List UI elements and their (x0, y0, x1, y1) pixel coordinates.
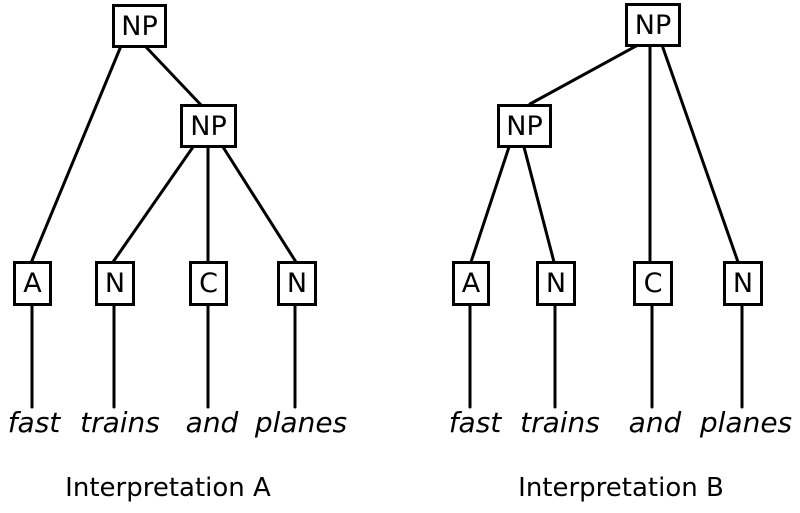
treeB-leaf-n2-node: N (723, 261, 763, 306)
edge-a-np-n2 (221, 145, 298, 264)
edge-a-root-a (29, 44, 123, 265)
treeA-leaf-n2-node: N (277, 261, 317, 306)
treeA-caption: Interpretation A (65, 473, 271, 503)
treeA-leaf-a-node: A (13, 261, 52, 306)
treeA-word-trains: trains (80, 406, 160, 439)
edge-a-root-np (144, 45, 203, 107)
treeA-word-planes: planes (254, 406, 348, 439)
treeA-inner-np-node: NP (180, 104, 237, 148)
treeB-leaf-a-node: A (452, 261, 490, 306)
treeB-root-np-node: NP (625, 3, 681, 47)
treeB-word-trains: trains (520, 406, 600, 439)
treeA-word-and: and (185, 406, 239, 439)
treeA-leaf-n1-node: N (95, 261, 135, 306)
treeB-word-planes: planes (699, 406, 793, 439)
treeB-caption: Interpretation B (518, 473, 724, 503)
treeB-word-and: and (628, 406, 682, 439)
treeB-leaf-c-node: C (633, 261, 673, 306)
treeB-inner-np-node: NP (497, 104, 552, 148)
edge-b-np-a (469, 145, 511, 264)
treeA-root-np-node: NP (112, 4, 167, 48)
edge-a-np-n1 (111, 145, 195, 264)
treeA-leaf-c-node: C (189, 261, 228, 306)
edge-b-root-n2 (660, 43, 740, 264)
treeB-word-fast: fast (448, 406, 502, 439)
edge-b-root-np (528, 43, 640, 106)
edge-b-np-n1 (522, 145, 556, 264)
treeB-leaf-n1-node: N (536, 261, 576, 306)
treeA-word-fast: fast (7, 406, 61, 439)
